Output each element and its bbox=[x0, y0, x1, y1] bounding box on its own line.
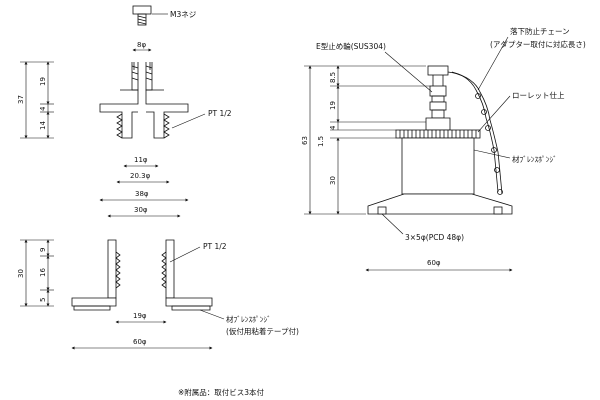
dim-11: 11φ bbox=[134, 156, 148, 164]
holes-label: 3×5φ(PCD 48φ) bbox=[405, 233, 464, 242]
dim-5: 5 bbox=[39, 298, 47, 302]
dim-30-top: 30φ bbox=[134, 206, 148, 214]
m3-screw-label: M3ネジ bbox=[170, 10, 197, 19]
dim-30-left: 30 bbox=[17, 269, 25, 278]
dim-30-right: 30 bbox=[329, 176, 337, 185]
base-section-view bbox=[71, 239, 213, 311]
dim-19-top: 19 bbox=[39, 77, 47, 86]
dim-4-right: 4 bbox=[329, 125, 337, 130]
dim-4-top: 4 bbox=[39, 106, 47, 111]
dim-60-bottom: 60φ bbox=[133, 338, 147, 346]
chain-label: 落下防止チェーン bbox=[510, 26, 570, 36]
dim-63: 63 bbox=[301, 136, 309, 145]
dim-16: 16 bbox=[39, 268, 47, 277]
sponge-label-bottom: 材ﾌﾞﾚﾝｽﾎﾟﾝｼﾞ bbox=[226, 314, 271, 324]
dim-20-3: 20.3φ bbox=[130, 172, 151, 180]
assembled-view bbox=[367, 65, 513, 215]
dim-37: 37 bbox=[17, 95, 25, 104]
accessory-note: ※附属品：取付ビス3本付 bbox=[178, 387, 265, 397]
dim-9: 9 bbox=[39, 248, 47, 252]
chain-note: (アダプター取付に対応長さ) bbox=[490, 39, 586, 49]
dim-1-5: 1.5 bbox=[317, 136, 325, 147]
dim-60-right: 60φ bbox=[427, 259, 441, 267]
m3-screw bbox=[132, 5, 152, 26]
thread-label-top: PT 1/2 bbox=[208, 109, 232, 118]
dim-38: 38φ bbox=[135, 190, 149, 198]
dim-8: 8φ bbox=[137, 41, 146, 49]
retaining-ring-label: E型止め輪(SUS304) bbox=[316, 41, 386, 51]
dim-8-5: 8.5 bbox=[329, 72, 337, 83]
adapter-nozzle-view bbox=[99, 5, 189, 139]
sponge-label-right: 材ﾌﾞﾚﾝｽﾎﾟﾝｼﾞ bbox=[512, 154, 557, 164]
dim-14: 14 bbox=[39, 121, 47, 130]
sponge-note-bottom: (仮付用粘着テープ付) bbox=[226, 326, 299, 336]
dim-19-right: 19 bbox=[329, 101, 337, 110]
thread-label-bottom: PT 1/2 bbox=[203, 242, 227, 251]
dim-19-bottom: 19φ bbox=[133, 312, 147, 320]
knurl-label: ローレット仕上 bbox=[512, 90, 565, 100]
